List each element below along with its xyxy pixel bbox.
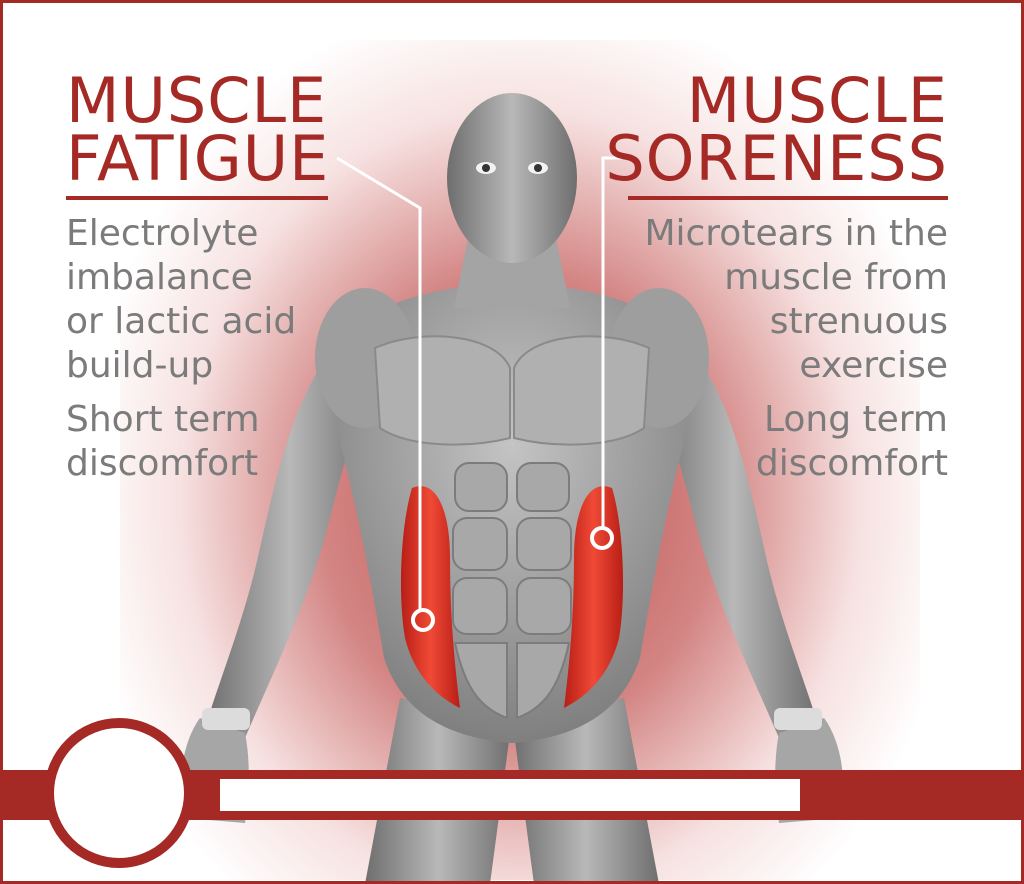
- fatigue-description-line-3: or lactic acid: [66, 301, 297, 342]
- fatigue-duration-line-1: Short term: [66, 399, 260, 440]
- fatigue-leader-line: [336, 156, 422, 612]
- fatigue-description-line-1: Electrolyte: [66, 213, 259, 254]
- soreness-description-line-3: strenuous: [769, 301, 948, 342]
- fatigue-duration: Short term discomfort: [66, 398, 260, 486]
- soreness-leader-line: [601, 156, 622, 528]
- soreness-title-line-1: MUSCLE: [686, 64, 948, 137]
- fatigue-description-line-4: build-up: [66, 345, 214, 386]
- fatigue-duration-line-2: discomfort: [66, 443, 259, 484]
- soreness-marker: [590, 526, 614, 550]
- soreness-title-line-2: SORENESS: [605, 122, 948, 195]
- soreness-description: Microtears in the muscle from strenuous …: [644, 212, 948, 388]
- soreness-duration-line-2: discomfort: [755, 443, 948, 484]
- soreness-description-line-2: muscle from: [724, 257, 948, 298]
- fatigue-title-rule: [66, 196, 328, 200]
- soreness-duration: Long term discomfort: [756, 398, 948, 486]
- fatigue-marker: [411, 608, 435, 632]
- badge-circle-icon: [44, 718, 194, 868]
- fatigue-description: Electrolyte imbalance or lactic acid bui…: [66, 212, 296, 388]
- fatigue-title-line-2: FATIGUE: [66, 122, 330, 195]
- soreness-description-line-1: Microtears in the: [644, 213, 948, 254]
- soreness-title-rule: [628, 196, 948, 200]
- soreness-duration-line-1: Long term: [763, 399, 948, 440]
- soreness-title: MUSCLE SORENESS: [605, 64, 948, 195]
- soreness-description-line-4: exercise: [799, 345, 948, 386]
- fatigue-title: MUSCLE FATIGUE: [66, 64, 330, 195]
- band-blank-box: [220, 779, 800, 811]
- fatigue-description-line-2: imbalance: [66, 257, 253, 298]
- fatigue-title-line-1: MUSCLE: [66, 64, 328, 137]
